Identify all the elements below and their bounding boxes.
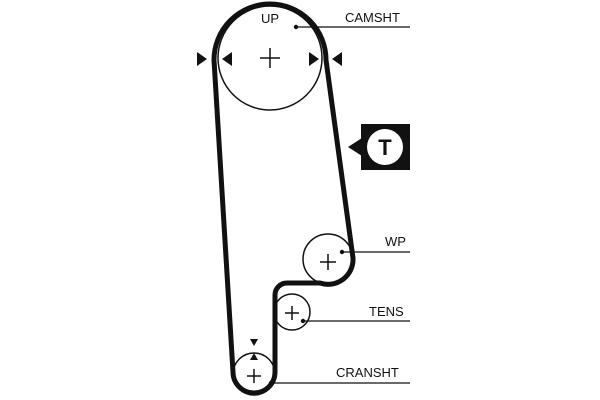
tension-badge-pointer-icon bbox=[348, 138, 362, 156]
camshaft-leader-dot bbox=[293, 24, 299, 30]
crankshaft-leader-dot bbox=[268, 380, 274, 386]
right-inner-arrow-icon bbox=[309, 52, 319, 66]
tensioner-leader-dot bbox=[300, 318, 306, 324]
left-outer-arrow-icon bbox=[197, 52, 207, 66]
crank-top-arrow-icon bbox=[250, 339, 258, 346]
tension-badge: T bbox=[348, 124, 410, 170]
water-pump-leader-dot bbox=[339, 249, 345, 255]
right-outer-arrow-icon bbox=[332, 52, 342, 66]
camshaft-callout: CAMSHT bbox=[293, 10, 410, 30]
label-crankshaft: CRANSHT bbox=[336, 365, 399, 380]
crankshaft-callout: CRANSHT bbox=[268, 365, 410, 386]
label-tensioner: TENS bbox=[369, 304, 404, 319]
crank-bottom-arrow-icon bbox=[250, 353, 258, 360]
label-water-pump: WP bbox=[385, 234, 406, 249]
left-inner-arrow-icon bbox=[222, 52, 232, 66]
tensioner-callout: TENS bbox=[300, 304, 410, 324]
tensioner-pulley bbox=[273, 293, 311, 331]
water-pump-callout: WP bbox=[339, 234, 410, 255]
tension-badge-letter: T bbox=[378, 135, 392, 160]
timing-belt bbox=[211, 1, 356, 396]
label-up: UP bbox=[261, 11, 279, 26]
label-camshaft: CAMSHT bbox=[345, 10, 400, 25]
tension-badge-circle bbox=[367, 129, 403, 165]
